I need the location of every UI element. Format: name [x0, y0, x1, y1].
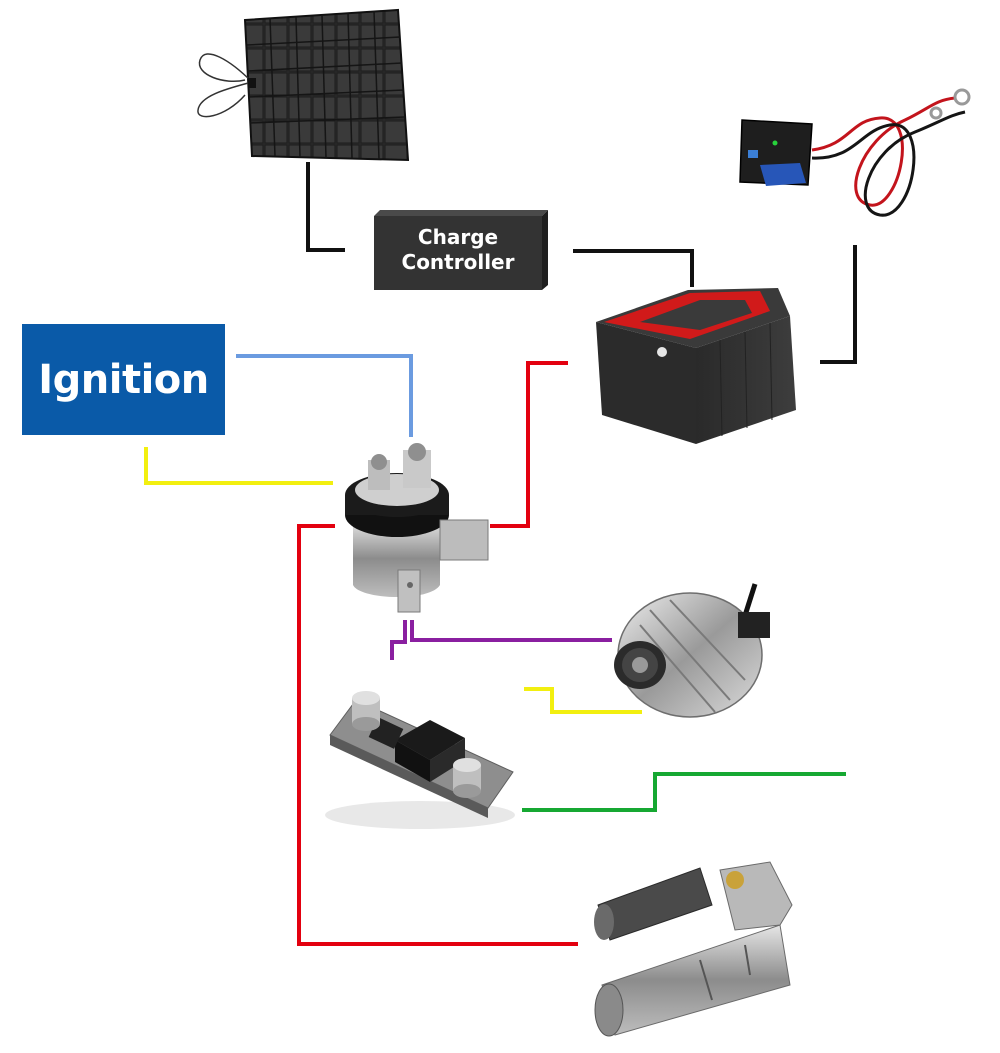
wire-solar-to-controller: [306, 162, 345, 252]
wires: [144, 162, 857, 946]
wire-ignition-to-relay: [236, 354, 413, 437]
ignition-text: Ignition: [38, 356, 209, 403]
wire-ignition-yellow: [144, 447, 333, 485]
solar-panel-icon: [197, 8, 410, 162]
battery-monitor-icon: [739, 88, 971, 217]
wire-converter-output: [522, 772, 846, 812]
charge-controller-text: Charge Controller: [401, 225, 515, 274]
solenoid-relay-icon: [345, 443, 489, 613]
wire-battery-to-relay: [490, 361, 568, 528]
wire-converter-to-alternator: [524, 687, 642, 714]
wire-relay-to-alternator: [410, 620, 612, 642]
alternator-icon: [614, 583, 770, 718]
car-battery-icon: [596, 288, 796, 444]
charge-controller-label: Charge Controller: [374, 210, 548, 290]
wire-relay-to-converter: [390, 620, 407, 660]
starter-motor-icon: [594, 861, 793, 1037]
ignition-label: Ignition: [22, 324, 225, 435]
wire-controller-to-battery: [573, 249, 694, 287]
wire-relay-to-starter: [297, 524, 578, 946]
converter-board-icon: [325, 691, 515, 829]
wire-monitor-to-battery: [820, 245, 857, 364]
charge-controller-box: [374, 210, 548, 290]
